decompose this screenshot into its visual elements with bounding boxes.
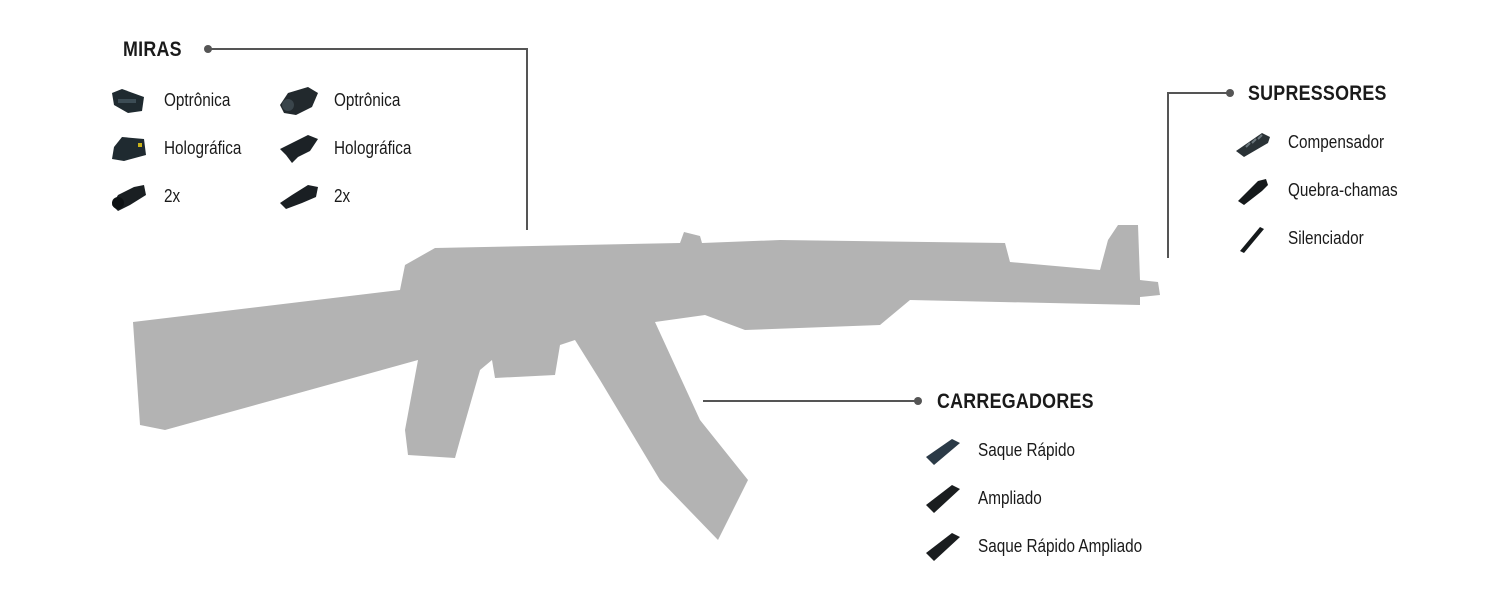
supressores-heading: SUPRESSORES: [1248, 82, 1387, 105]
sight-option-holografica[interactable]: Holográfica: [108, 130, 255, 166]
leader-line-miras: [208, 48, 528, 230]
2x-scope-icon: [108, 181, 150, 211]
sight-option-holografica-2[interactable]: Holográfica: [278, 130, 425, 166]
item-label: Saque Rápido: [978, 439, 1075, 460]
magazine-option-saque-rapido[interactable]: Saque Rápido: [922, 432, 1092, 468]
leader-dot: [204, 45, 212, 53]
item-label: Optrônica: [164, 89, 231, 110]
item-label: Holográfica: [164, 137, 242, 158]
2x-scope-icon: [278, 181, 320, 211]
item-label: Holográfica: [334, 137, 412, 158]
miras-heading: MIRAS: [123, 38, 182, 61]
item-label: Optrônica: [334, 89, 401, 110]
leader-dot: [1226, 89, 1234, 97]
sight-option-optronica[interactable]: Optrônica: [108, 82, 242, 118]
item-label: Ampliado: [978, 487, 1042, 508]
holographic-sight-icon: [278, 133, 320, 163]
magazine-icon: [922, 483, 964, 513]
suppressor-option-silenciador[interactable]: Silenciador: [1232, 220, 1377, 256]
sight-option-optronica-2[interactable]: Optrônica: [278, 82, 412, 118]
item-label: 2x: [334, 185, 351, 206]
sight-option-2x-2[interactable]: 2x: [278, 178, 353, 214]
suppressor-option-compensador[interactable]: Compensador: [1232, 124, 1401, 160]
magazine-icon: [922, 435, 964, 465]
suppressor-option-quebra-chamas[interactable]: Quebra-chamas: [1232, 172, 1417, 208]
holographic-sight-icon: [108, 133, 150, 163]
rifle-silhouette: [133, 225, 1160, 540]
red-dot-sight-icon: [108, 85, 150, 115]
compensator-icon: [1232, 127, 1274, 157]
leader-line-supressores: [1167, 92, 1230, 258]
magazine-option-ampliado[interactable]: Ampliado: [922, 480, 1053, 516]
item-label: Compensador: [1288, 131, 1385, 152]
silencer-icon: [1232, 223, 1274, 253]
item-label: Saque Rápido Ampliado: [978, 535, 1143, 556]
red-dot-sight-icon: [278, 85, 320, 115]
item-label: Silenciador: [1288, 227, 1364, 248]
item-label: Quebra-chamas: [1288, 179, 1398, 200]
magazine-option-saque-rapido-ampliado[interactable]: Saque Rápido Ampliado: [922, 528, 1171, 564]
item-label: 2x: [164, 185, 181, 206]
flash-hider-icon: [1232, 175, 1274, 205]
carregadores-heading: CARREGADORES: [937, 390, 1094, 413]
magazine-icon: [922, 531, 964, 561]
leader-dot: [914, 397, 922, 405]
sight-option-2x[interactable]: 2x: [108, 178, 183, 214]
